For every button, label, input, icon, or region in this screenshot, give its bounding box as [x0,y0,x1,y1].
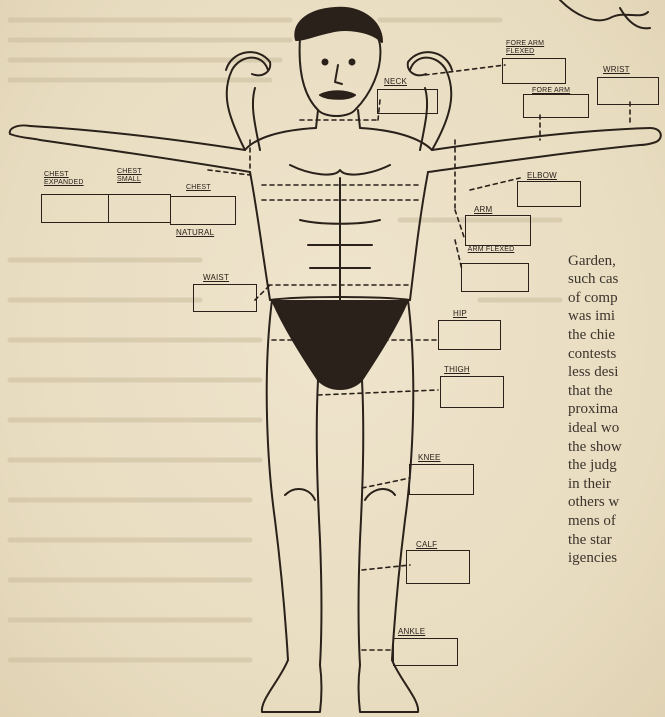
elbow-measure-box [517,181,581,207]
elbow-label: ELBOW [527,172,557,180]
text-line: Garden, [568,252,616,271]
calf-label: CALF [416,541,437,549]
chest-small-label: CHEST SMALL [117,168,159,184]
text-line: of comp [568,289,618,308]
text-line: was imi [568,307,615,326]
thigh-label: THIGH [444,366,470,374]
text-line: proxima [568,400,618,419]
fore-arm-measure-box [523,94,589,118]
arm-flexed-label: ARM FLEXED [466,246,516,254]
chest-expanded-measure-box [41,194,109,223]
calf-measure-box [406,550,470,584]
text-line: mens of [568,512,616,531]
text-line: in their [568,475,611,494]
text-line: the judg [568,456,617,475]
waist-label: WAIST [203,274,229,282]
arm-measure-box [465,215,531,246]
text-line: the show [568,438,622,457]
text-line: contests [568,345,616,364]
knee-measure-box [409,464,474,495]
thigh-measure-box [440,376,504,408]
text-line: igencies [568,549,617,568]
arm-flexed-measure-box [461,263,529,292]
chest-natural-label-bottom: NATURAL [176,229,214,237]
neck-label: NECK [384,78,407,86]
ankle-label: ANKLE [398,628,425,636]
wrist-measure-box [597,77,659,105]
hip-measure-box [438,320,501,350]
text-line: the star [568,531,612,550]
wrist-label: WRIST [603,66,630,74]
chest-natural-label-top: CHEST [186,184,211,192]
chest-small-measure-box [108,194,171,223]
text-line: the chie [568,326,615,345]
ankle-measure-box [393,638,458,666]
hip-label: HIP [453,310,467,318]
chest-expanded-label: CHEST EXPANDED [44,171,108,187]
knee-label: KNEE [418,454,441,462]
fore-arm-flexed-measure-box [502,58,566,84]
text-line: ideal wo [568,419,619,438]
neck-measure-box [377,89,438,114]
text-line: that the [568,382,613,401]
fore-arm-flexed-label: FORE ARM FLEXED [506,40,566,56]
waist-measure-box [193,284,257,312]
chest-natural-measure-box [170,196,236,225]
arm-label: ARM [474,206,492,214]
text-line: such cas [568,270,618,289]
text-line: others w [568,493,619,512]
text-line: less desi [568,363,618,382]
